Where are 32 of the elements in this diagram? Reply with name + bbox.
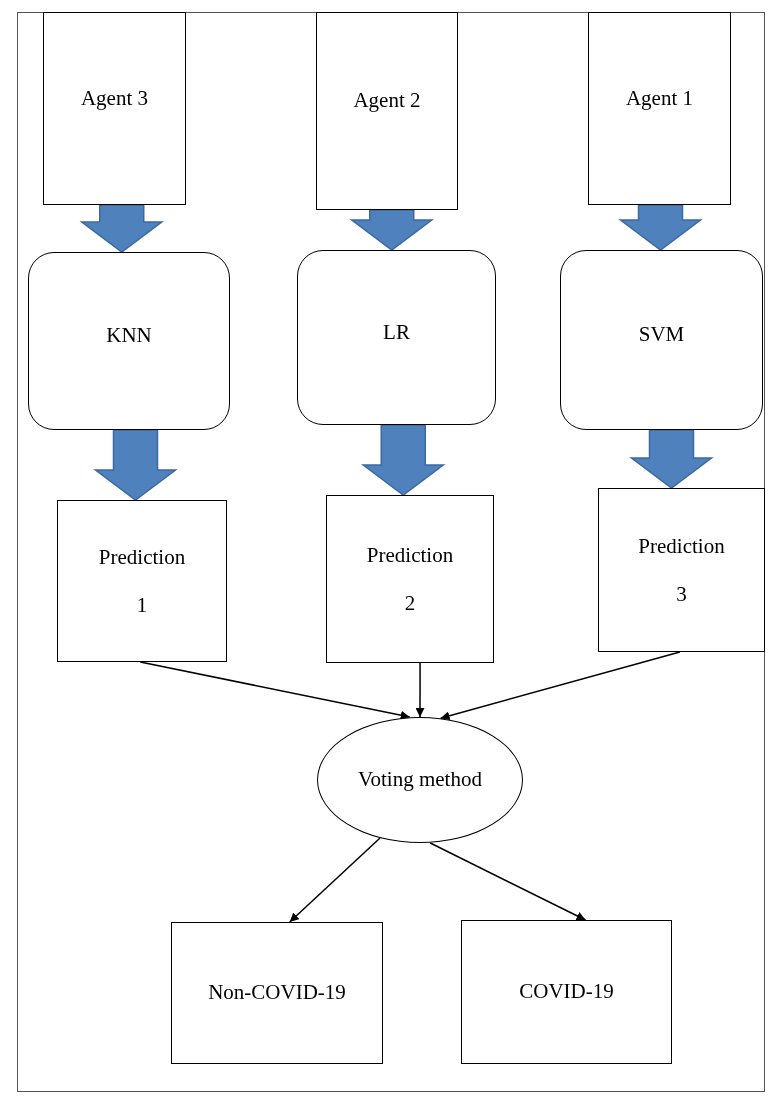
node-label: Non-COVID-19 [208,980,346,1006]
block-arrow [618,204,703,251]
node-label: LR [383,319,410,346]
block-arrow [361,424,446,496]
process-box [316,12,458,210]
node-label: COVID-19 [519,979,614,1005]
process-box [588,12,731,205]
process-box [598,488,765,652]
arrow [288,837,381,923]
process-box [171,922,383,1064]
node-label: KNN [106,323,152,350]
rounded-process-box [28,252,230,430]
node-label: Voting method [358,767,482,793]
node-label: Agent 2 [353,88,421,115]
node-label: Prediction 3 [638,532,725,608]
node-label: Agent 1 [625,85,694,112]
process-box [326,495,494,663]
block-arrow [79,204,164,253]
process-box [57,500,227,662]
node-label: Prediction 1 [98,543,186,619]
process-box [461,920,672,1064]
block-arrow [629,429,714,489]
node-label: SVM [638,322,685,349]
node-label: Agent 3 [80,85,149,112]
block-arrow [93,429,178,501]
arrow [415,662,425,718]
process-box [43,12,186,205]
block-arrow [349,209,434,251]
rounded-process-box [560,250,763,430]
rounded-process-box [297,250,496,425]
node-label: Prediction 2 [366,541,454,617]
arrow [429,842,587,921]
